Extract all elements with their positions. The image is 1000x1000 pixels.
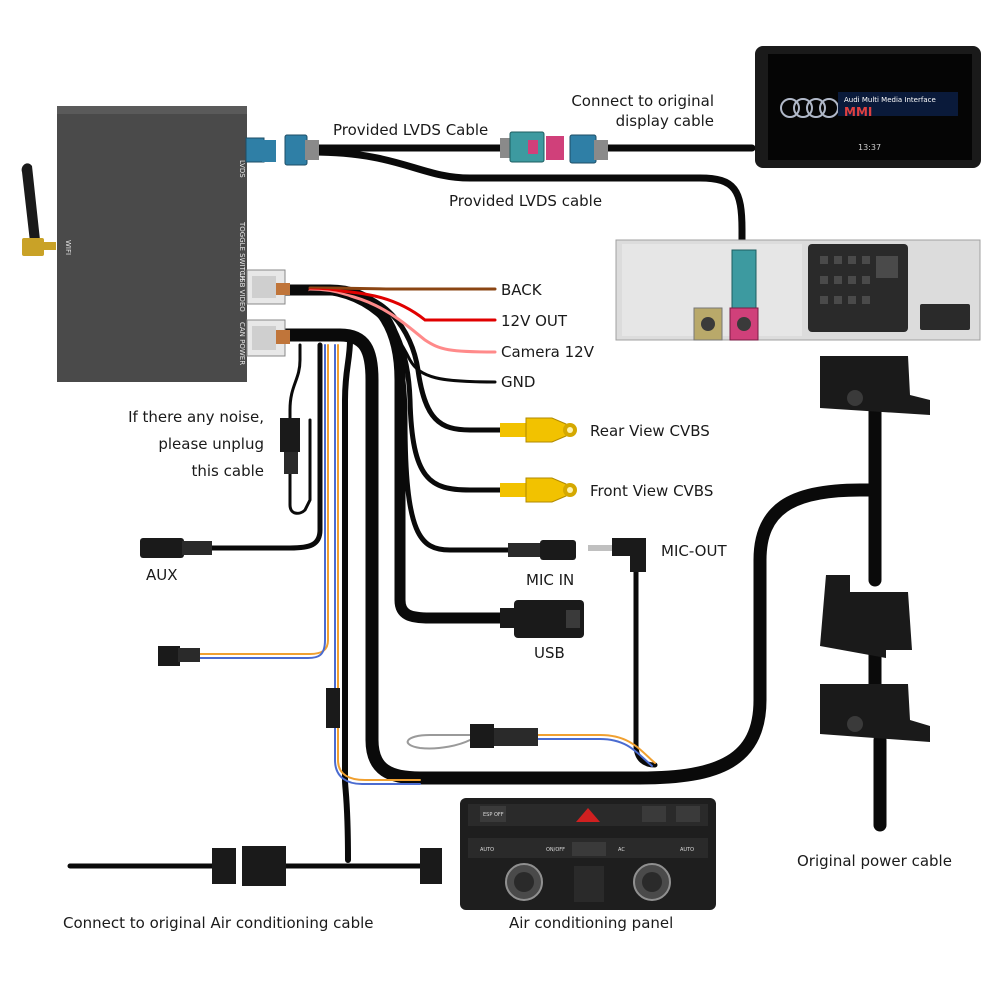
- label-12v-out: 12V OUT: [501, 312, 568, 330]
- small-connector-right: [470, 724, 538, 748]
- label-connect-air-conditioning: Connect to original Air conditioning cab…: [63, 914, 374, 932]
- label-usb: USB: [534, 644, 565, 662]
- headunit-fakra-teal: [731, 249, 757, 313]
- out-12v-wire: [308, 288, 497, 322]
- label-mic-out: MIC-OUT: [661, 542, 727, 560]
- label-air-conditioning-panel: Air conditioning panel: [509, 914, 674, 932]
- screen-brand-line: Audi Multi Media Interface: [844, 96, 936, 104]
- interface-box: LVDS TOGGLE SWITCH USB VIDEO CAN POWER W…: [57, 106, 290, 382]
- aux-cable: [207, 342, 323, 551]
- port-label-wifi: WIFI: [64, 240, 72, 255]
- panel-ac: AC: [618, 847, 625, 853]
- aux-jack: [140, 538, 212, 558]
- lvds-plug-4: [569, 134, 597, 164]
- label-noise-1: If there any noise,: [128, 408, 264, 426]
- small-connector-mid: [326, 688, 340, 728]
- port-label-can-power: CAN POWER: [238, 322, 246, 365]
- back-wire: [308, 286, 497, 291]
- port-label-toggle: TOGGLE SWITCH: [238, 221, 246, 281]
- panel-auto-right: AUTO: [680, 847, 694, 853]
- label-aux: AUX: [146, 566, 178, 584]
- mic-in-cable: [327, 287, 515, 553]
- gray-loop-wire: [406, 734, 471, 750]
- label-provided-lvds-cable-2: Provided LVDS cable: [449, 192, 603, 210]
- orange-wire-right: [534, 734, 656, 764]
- label-connect-original-display-2: display cable: [615, 112, 714, 130]
- box-body: [57, 106, 247, 382]
- panel-esp-off: ESP OFF: [483, 812, 504, 818]
- usb-connector: [500, 600, 584, 638]
- label-front-view-cvbs: Front View CVBS: [590, 482, 714, 500]
- noise-plug: [280, 418, 300, 474]
- label-rear-view-cvbs: Rear View CVBS: [590, 422, 710, 440]
- camera-12v-wire: [308, 289, 497, 354]
- signal-wires: [199, 286, 656, 785]
- rca-front-view: [500, 477, 577, 503]
- orange-wire-ac: [337, 344, 421, 781]
- label-back: BACK: [501, 281, 542, 299]
- label-connect-original-display-1: Connect to original: [571, 92, 714, 110]
- label-provided-lvds-cable-1: Provided LVDS Cable: [333, 121, 489, 139]
- rca-rear-view: [500, 417, 577, 443]
- mic-out-plug: [588, 538, 646, 572]
- label-noise-3: this cable: [191, 462, 265, 480]
- label-mic-in: MIC IN: [526, 571, 575, 589]
- lvds-plug-3: [546, 136, 564, 160]
- rear-cvbs-cable: [327, 287, 505, 433]
- lvds-connectors: [262, 131, 608, 166]
- port-label-lvds: LVDS: [238, 160, 246, 178]
- ac-cable-connectors: [212, 846, 442, 886]
- panel-on-off: ON/OFF: [546, 847, 565, 853]
- blue-wire-ac: [334, 344, 421, 785]
- port-label-usb-video: USB VIDEO: [238, 273, 246, 312]
- panel-auto-left: AUTO: [480, 847, 494, 853]
- blue-wire-left: [199, 344, 326, 659]
- screen-logo-text: MMI: [844, 105, 872, 119]
- power-connectors: [820, 356, 930, 742]
- lvds-coupler: [509, 131, 545, 163]
- label-gnd: GND: [501, 373, 536, 391]
- air-conditioning-panel: ESP OFF AUTO ON/OFF AC AUTO: [460, 798, 716, 910]
- label-camera-12v: Camera 12V: [501, 343, 594, 361]
- lvds-port: [245, 137, 265, 163]
- lvds-plug-1: [284, 134, 308, 166]
- display-screen: Audi Multi Media Interface MMI 13:37: [755, 46, 981, 168]
- label-original-power-cable: Original power cable: [797, 852, 952, 870]
- small-connector-left: [158, 646, 200, 666]
- mic-out-cable: [633, 567, 658, 768]
- noise-cable: [288, 343, 312, 515]
- screen-clock: 13:37: [858, 143, 881, 152]
- hazard-button: [576, 808, 600, 822]
- label-noise-2: please unplug: [158, 435, 264, 453]
- can-power-harness: [278, 328, 882, 785]
- lvds-cable-headunit: [308, 148, 746, 252]
- wifi-antenna: [21, 163, 56, 256]
- mic-in-jack: [508, 540, 576, 560]
- blue-wire-right: [534, 738, 653, 767]
- head-unit: [615, 239, 981, 341]
- lvds-connector-box: [262, 140, 276, 162]
- gnd-wire: [308, 290, 497, 384]
